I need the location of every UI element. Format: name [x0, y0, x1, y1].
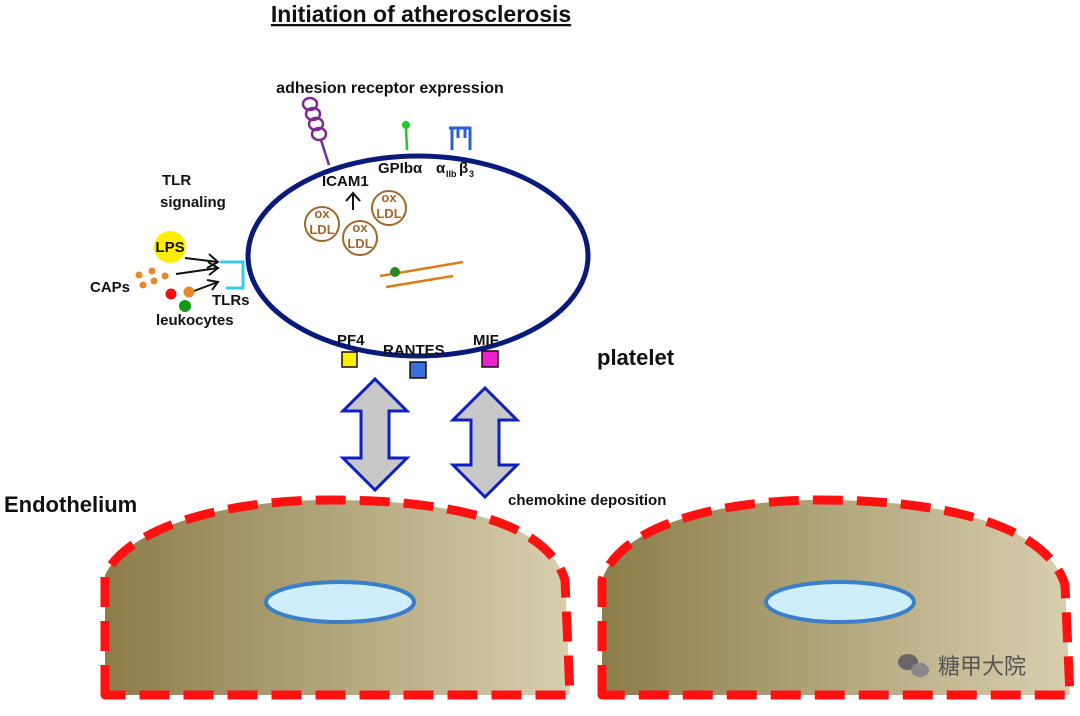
- tlrs-label: TLRs: [212, 292, 250, 309]
- cytoskeleton-strands-icon: [379, 260, 464, 289]
- svg-text:LDL: LDL: [376, 206, 401, 221]
- nucleus: [764, 580, 916, 624]
- leukocytes-label: leukocytes: [156, 312, 234, 329]
- leukocytes-icon: [165, 286, 195, 312]
- tlr-label: TLR: [162, 172, 191, 189]
- oxldl-particle: ox LDL: [371, 190, 407, 226]
- left-double-arrow-icon: [339, 376, 411, 493]
- svg-text:α: α: [436, 160, 446, 177]
- lps-molecule-icon: [154, 231, 186, 263]
- right-double-arrow-icon: [449, 385, 521, 500]
- svg-text:ox: ox: [352, 220, 368, 235]
- icam1-label: ICAM1: [322, 173, 369, 190]
- integrin-receptor-icon: [449, 126, 472, 150]
- oxldl-particle: ox LDL: [304, 206, 340, 242]
- diagram-title: Initiation of atherosclerosis: [271, 1, 571, 27]
- tlr-receptor-icon: [220, 260, 245, 290]
- tlr-signal-arrows-icon: [175, 253, 220, 292]
- mif-marker-icon: [481, 350, 499, 368]
- svg-text:β: β: [459, 160, 468, 177]
- watermark-text: 糖甲大院: [938, 655, 1026, 680]
- pf4-label: PF4: [337, 332, 365, 349]
- nucleus: [264, 580, 416, 624]
- gpib-label: GPIbα: [378, 160, 423, 177]
- adhesion-label: adhesion receptor expression: [276, 80, 504, 97]
- endothelium-label: Endothelium: [4, 492, 137, 517]
- platelet-cell: [245, 153, 591, 359]
- svg-text:3: 3: [469, 169, 474, 179]
- icam1-receptor-icon: [301, 96, 331, 166]
- signaling-label: signaling: [160, 194, 226, 211]
- oxldl-particle: ox LDL: [342, 220, 378, 256]
- wechat-icon: [898, 654, 929, 677]
- chemokine-deposition-label: chemokine deposition: [508, 492, 666, 509]
- pf4-marker-icon: [341, 351, 358, 368]
- rantes-label: RANTES: [383, 342, 445, 359]
- caps-particles-icon: [135, 267, 169, 289]
- platelet-label: platelet: [597, 345, 675, 370]
- integrin-label: α IIb β 3: [436, 160, 474, 179]
- lps-label: LPS: [155, 239, 184, 256]
- icam1-upregulation-arrow-icon: [345, 191, 361, 210]
- svg-text:LDL: LDL: [309, 222, 334, 237]
- caps-label: CAPs: [90, 279, 130, 296]
- rantes-marker-icon: [409, 361, 427, 379]
- mif-label: MIF: [473, 332, 499, 349]
- svg-text:IIb: IIb: [446, 169, 457, 179]
- endothelial-cell: [597, 495, 1075, 700]
- endothelial-cell: [100, 495, 575, 700]
- svg-text:ox: ox: [381, 190, 397, 205]
- gpib-receptor-icon: [402, 121, 410, 151]
- svg-text:LDL: LDL: [347, 236, 372, 251]
- svg-text:ox: ox: [314, 206, 330, 221]
